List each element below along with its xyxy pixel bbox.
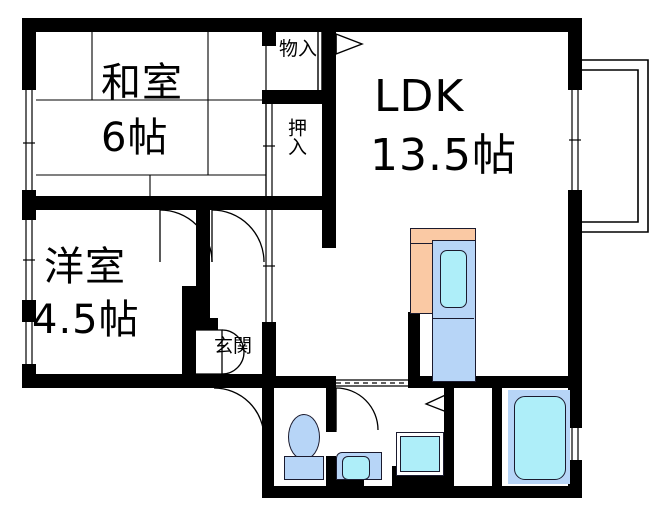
balcony-outline xyxy=(582,59,649,233)
storage-label-oshiire: 押入 xyxy=(285,118,307,156)
wall-toilet-right-b xyxy=(326,456,336,486)
wall-kitchen-stub xyxy=(408,312,420,380)
washing-machine-pan xyxy=(400,436,440,472)
storage-label-monoire: 物入 xyxy=(279,38,318,60)
wall-right-lower xyxy=(568,190,582,388)
wall-washroom-right xyxy=(444,388,454,486)
room-label-washitsu-size: 6帖 xyxy=(101,115,169,161)
room-label-yoshitsu-name: 洋室 xyxy=(44,244,126,290)
window-hall-upper xyxy=(263,104,275,196)
wall-between-washitsu-yoshitsu xyxy=(22,196,266,210)
door-genkan-swing xyxy=(213,387,265,439)
wall-bath-zone-top-left xyxy=(262,376,336,388)
wall-hall-right-lower xyxy=(262,322,276,388)
room-label-washitsu-name: 和室 xyxy=(101,60,183,106)
window-left-yoshitsu xyxy=(23,220,35,300)
wall-top-left xyxy=(22,18,284,32)
wall-hall-right-upper xyxy=(262,18,276,46)
toilet-tank xyxy=(284,456,324,480)
toilet-bowl xyxy=(288,414,320,460)
room-label-ldk-name: LDK xyxy=(374,71,465,122)
room-label-yoshitsu-size: 4.5帖 xyxy=(32,297,140,343)
wall-oshiire-left xyxy=(262,90,276,104)
wall-toilet-right xyxy=(326,388,336,432)
tatami-grid xyxy=(36,32,266,196)
wall-oshiire-bottom xyxy=(262,196,336,210)
wall-bath-zone-bottom xyxy=(262,486,582,498)
wall-right-upper xyxy=(568,18,582,90)
window-corridor xyxy=(263,210,275,322)
wall-left-upper xyxy=(22,18,36,90)
wall-genkan-left xyxy=(182,318,194,388)
door-corridor-swing xyxy=(211,209,265,263)
room-label-ldk-size: 13.5帖 xyxy=(370,130,517,181)
wall-left-lower-a xyxy=(22,300,36,322)
kitchen-counter-divider xyxy=(432,318,474,320)
wall-closet-right xyxy=(322,18,336,248)
sliding-door-ldk-washroom xyxy=(336,379,410,387)
bathtub-water xyxy=(514,396,566,480)
wall-hall-bottom xyxy=(196,374,276,388)
vanity-basin xyxy=(342,456,370,480)
wall-bath-zone-left xyxy=(262,388,274,486)
wall-corridor-left xyxy=(196,210,210,322)
window-left-washitsu xyxy=(23,90,35,196)
door-toilet-swing xyxy=(335,387,379,431)
kitchen-sink xyxy=(440,250,467,308)
window-ldk-balcony xyxy=(569,90,581,190)
wall-monoire-bottom xyxy=(262,90,336,104)
wall-right-bottom-seg xyxy=(568,388,582,428)
window-bath-right xyxy=(571,428,579,460)
wall-top-ldk xyxy=(284,18,582,32)
entrance-label-genkan: 玄関 xyxy=(214,335,253,357)
wall-bath-left xyxy=(492,388,502,486)
wall-bottom-yoshitsu xyxy=(22,374,182,388)
wall-bath-zone-top-right xyxy=(444,376,582,388)
